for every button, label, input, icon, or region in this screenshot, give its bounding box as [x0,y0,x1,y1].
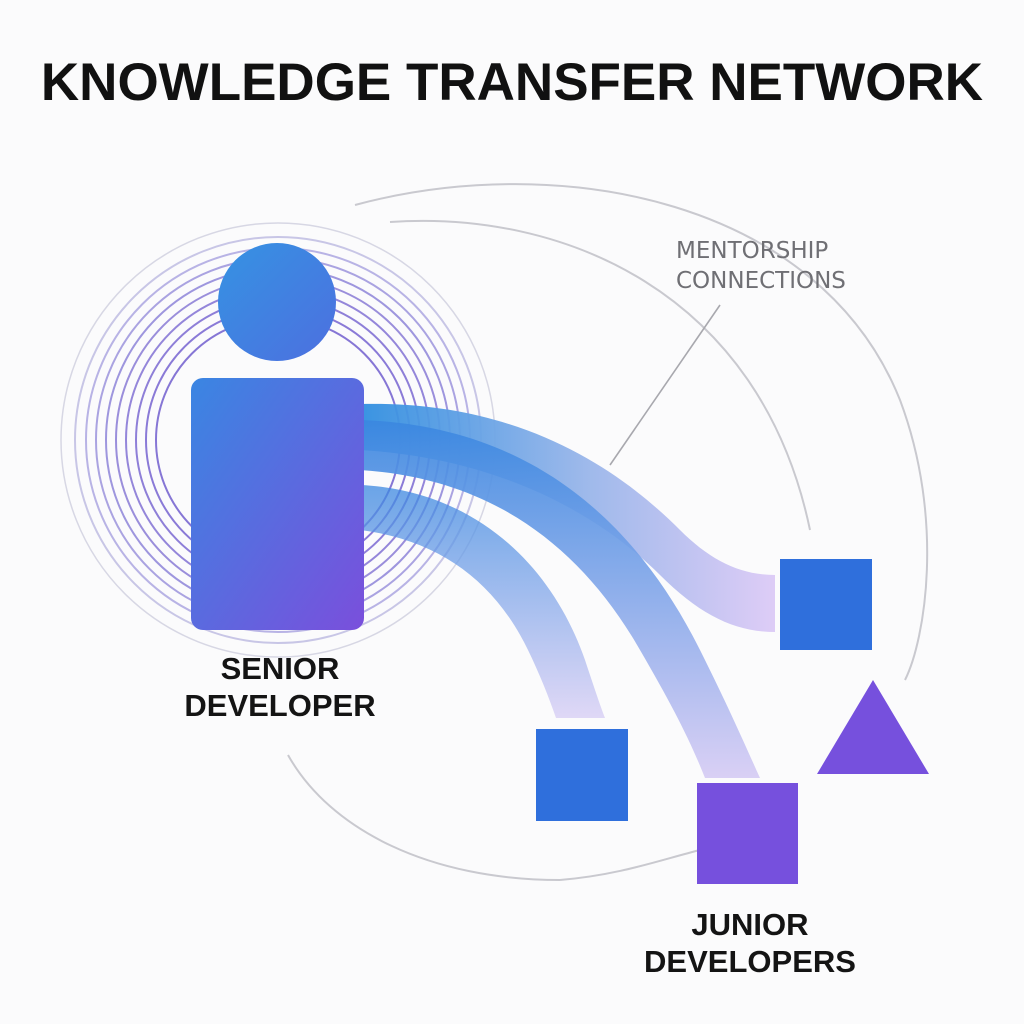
knowledge-flows [360,403,775,778]
annotation-line2: CONNECTIONS [676,268,846,294]
page-title: KNOWLEDGE TRANSFER NETWORK [40,53,984,112]
senior-developer-label: SENIOR DEVELOPER [170,650,390,724]
junior-label-line1: JUNIOR [691,907,809,942]
senior-developer-icon [191,243,364,630]
senior-label-line1: SENIOR [220,651,340,686]
junior-label-line2: DEVELOPERS [644,944,856,979]
inner-arc [389,219,811,531]
flow-to-bottom-left [360,485,605,718]
network-arcs [287,183,929,881]
junior-node-bottom-left [536,729,628,821]
annotation-pointer [609,304,721,466]
junior-node-bottom-middle [697,783,798,884]
outer-arc [354,183,929,681]
mentorship-annotation: MENTORSHIP CONNECTIONS [676,236,876,296]
lower-arc [287,754,561,881]
lower-arc-2 [559,849,701,881]
junior-developers-label: JUNIOR DEVELOPERS [620,906,880,980]
senior-label-line2: DEVELOPER [184,688,376,723]
junior-node-top-right [780,559,872,650]
annotation-line1: MENTORSHIP [676,238,829,264]
junior-developer-nodes [536,559,929,884]
flow-to-bottom-middle [360,420,760,778]
junior-node-triangle [817,680,929,774]
